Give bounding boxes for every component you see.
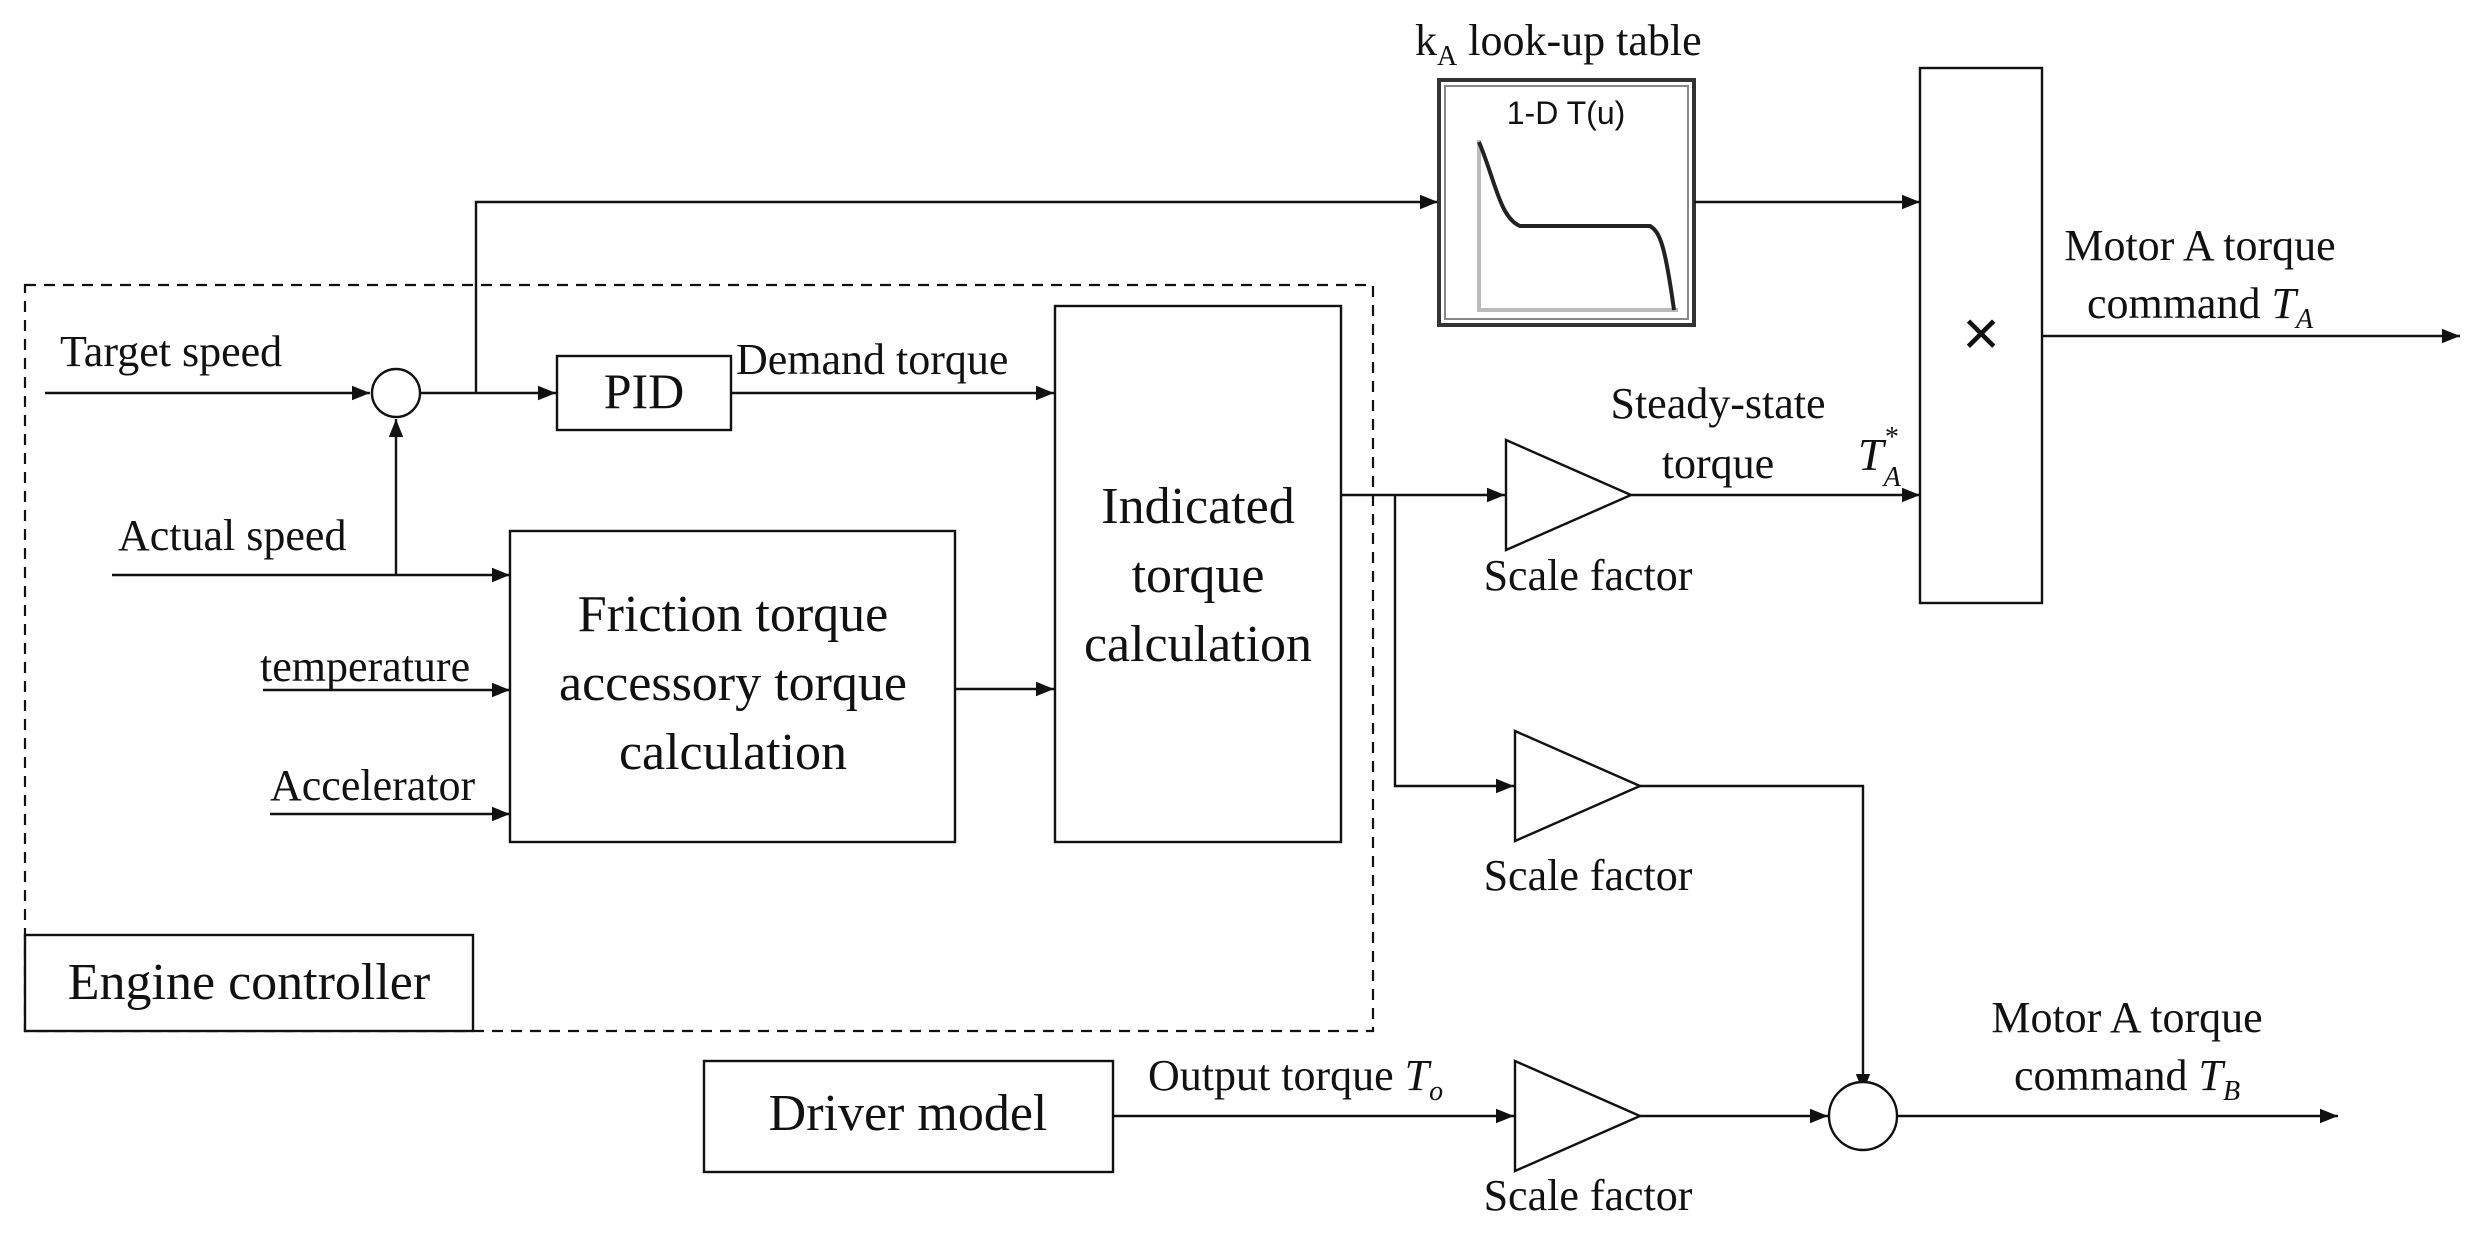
steady-state-label-1: Steady-state	[1610, 379, 1825, 428]
target-speed-label: Target speed	[60, 327, 282, 376]
driver-model-block	[702, 1059, 1115, 1174]
temperature-label: temperature	[260, 642, 470, 691]
friction-label-1: Friction torque	[578, 586, 889, 643]
motor-a-label-2: command TA	[2087, 279, 2314, 335]
scale-factor-gain-3	[1513, 1059, 1643, 1173]
engine-controller-label: Engine controller	[68, 954, 430, 1011]
output-torque-label: Output torque To	[1148, 1051, 1443, 1107]
friction-label-3: calculation	[619, 724, 847, 781]
accelerator-label: Accelerator	[270, 761, 476, 810]
friction-label-2: accessory torque	[559, 655, 907, 712]
indicated-to-gain2-line	[1393, 495, 1514, 794]
multiply-symbol: ×	[1962, 297, 1999, 369]
gain-1-label: Scale factor	[1484, 551, 1693, 600]
indicated-label-1: Indicated	[1101, 478, 1294, 535]
lookup-table-block	[1437, 78, 1696, 327]
engine-controller-label-box	[23, 933, 475, 1033]
driver-model-label: Driver model	[769, 1085, 1048, 1142]
speed-sum-junction	[370, 367, 422, 419]
indicated-torque-block	[1053, 304, 1343, 844]
pid-block	[555, 354, 733, 432]
lookup-table-inner-label: 1-D T(u)	[1507, 95, 1626, 131]
gain-2-label: Scale factor	[1484, 851, 1693, 900]
multiply-block	[1918, 66, 2044, 605]
error-to-lookup-line	[474, 194, 1438, 393]
scale-factor-gain-1	[1504, 438, 1634, 552]
pid-label: PID	[604, 363, 685, 419]
gain-3-label: Scale factor	[1484, 1171, 1693, 1220]
motor-b-label-2: command TB	[2014, 1051, 2240, 1107]
indicated-label-3: calculation	[1084, 616, 1312, 673]
engine-controller-boundary	[23, 283, 1375, 1033]
lookup-table-curve	[1477, 141, 1676, 311]
scale-factor-gain-2	[1513, 729, 1643, 843]
motor-b-label-1: Motor A torque	[1991, 993, 2262, 1042]
demand-torque-label: Demand torque	[736, 335, 1008, 384]
actual-speed-label: Actual speed	[118, 511, 346, 560]
indicated-label-2: torque	[1132, 547, 1265, 604]
steady-state-label-2: torque	[1662, 439, 1774, 488]
gain2-to-sum-line	[1640, 784, 1871, 1092]
motor-a-label-1: Motor A torque	[2064, 221, 2335, 270]
ta-star-label: T*A	[1858, 422, 1902, 493]
friction-torque-block	[508, 529, 957, 844]
torque-sum-junction	[1827, 1080, 1899, 1152]
lookup-table-title: kA look-up table	[1415, 16, 1702, 72]
lookup-table-axes	[1477, 140, 1678, 312]
lookup-table-inner-frame	[1444, 85, 1689, 320]
